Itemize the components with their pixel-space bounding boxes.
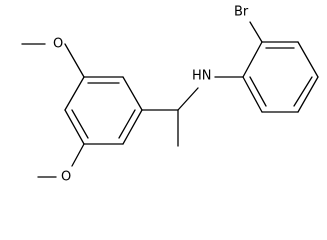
dimethoxyphenyl-ring	[64, 76, 143, 145]
bromine-label: Br	[234, 5, 249, 20]
bond-ring-o-top	[64, 43, 85, 78]
bromophenyl-ring	[242, 41, 319, 113]
ring2-bond-lower-right	[297, 76, 319, 113]
ring1-bond-upper-left	[64, 76, 85, 111]
bond-c-br	[249, 21, 263, 43]
bond-ring-o-bottom	[71, 143, 85, 167]
ring2-bond-upper-right	[297, 41, 319, 78]
ring2-bond-lower-left	[242, 76, 263, 113]
chemical-structure-diagram: Br HN O O	[21, 5, 319, 185]
ring2-double-left	[249, 76, 267, 107]
ring1-bond-lower-right	[122, 109, 143, 145]
ring1-double-left	[71, 109, 89, 139]
ring2-double-right	[293, 76, 313, 107]
ring1-bond-lower-left	[64, 109, 85, 145]
methoxy-bottom-oxygen-label: O	[61, 170, 71, 185]
ring1-bond-upper-right	[122, 76, 143, 111]
amine-label: HN	[192, 69, 212, 84]
bond-nh-ch	[177, 87, 199, 111]
methoxy-top-oxygen-label: O	[53, 37, 63, 52]
ring1-double-right	[118, 109, 136, 139]
ring2-bond-upper-left	[242, 41, 263, 78]
